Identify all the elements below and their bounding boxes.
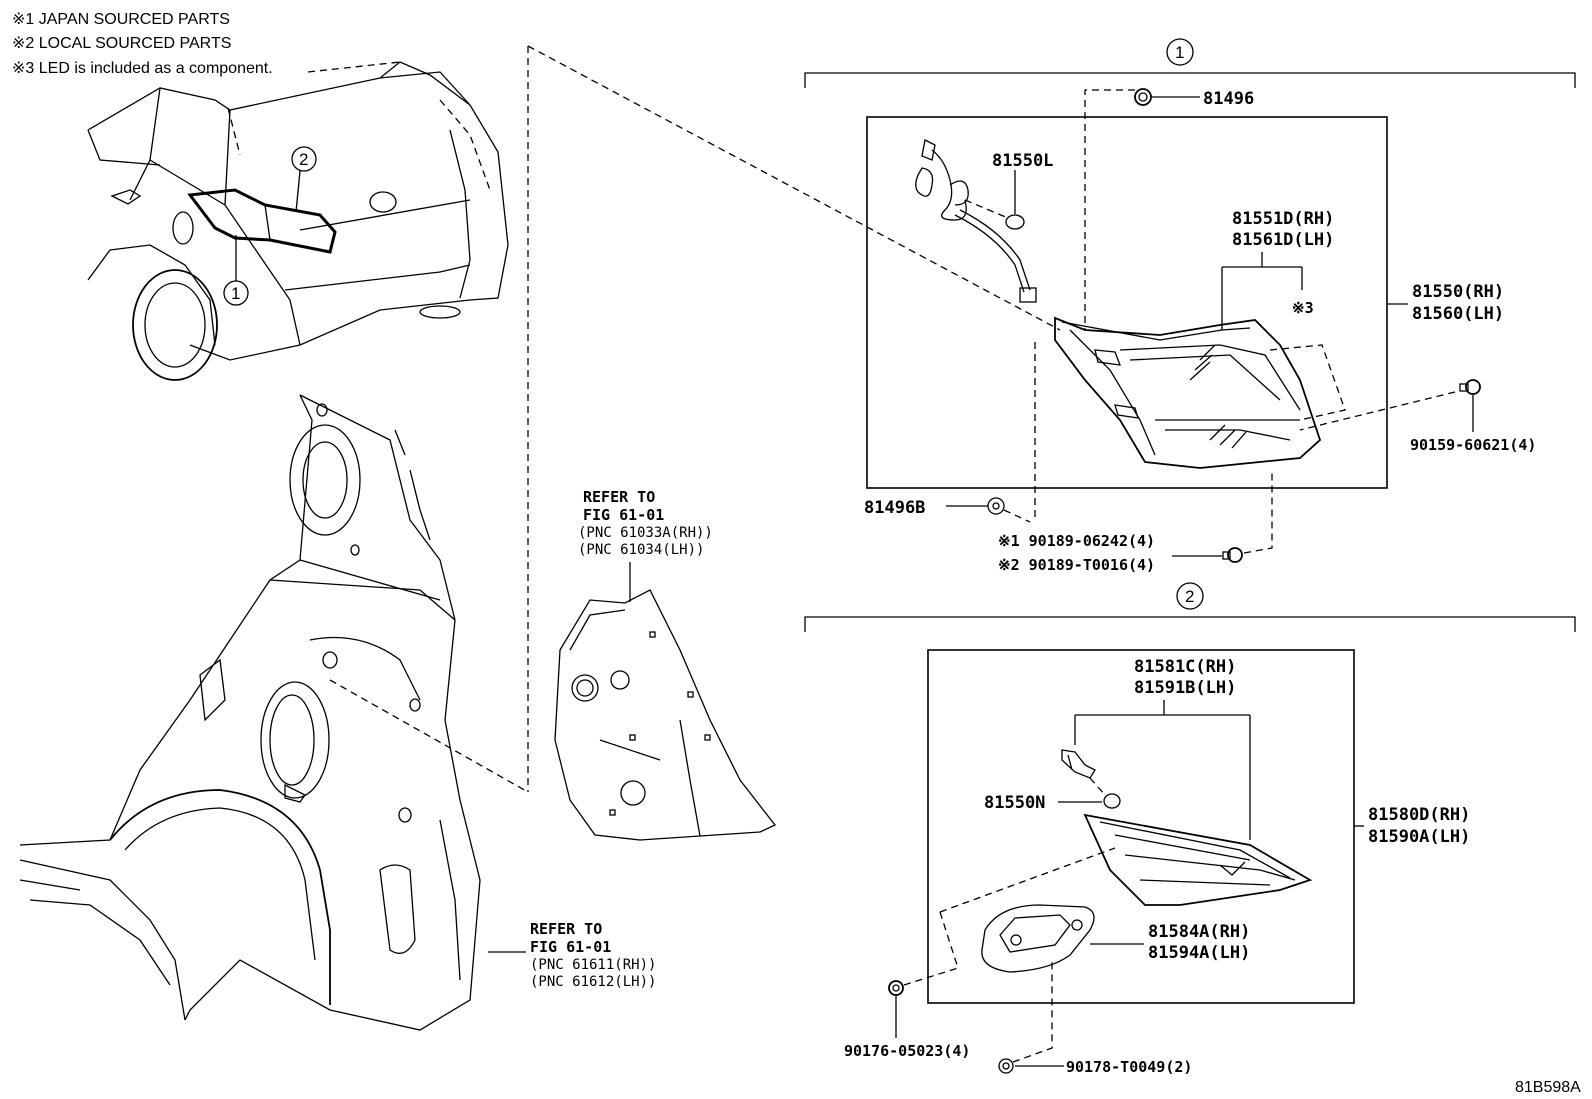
tail-lamp-illustration bbox=[1054, 316, 1346, 469]
svg-text:(PNC 61611(RH)): (PNC 61611(RH)) bbox=[530, 957, 656, 973]
note-led-component: ※3 LED is included as a component. bbox=[12, 60, 273, 77]
note-local-sourced: ※2 LOCAL SOURCED PARTS bbox=[12, 35, 231, 52]
part-90159: 90159-60621(4) bbox=[1410, 436, 1536, 454]
part-81591B-lh: 81591B(LH) bbox=[1134, 678, 1236, 698]
part-81550L: 81550L bbox=[992, 151, 1053, 171]
part-81560-lh: 81560(LH) bbox=[1412, 304, 1504, 324]
note-leader bbox=[307, 61, 401, 73]
bulb-icon bbox=[1005, 214, 1025, 230]
svg-text:FIG 61-01: FIG 61-01 bbox=[583, 506, 664, 524]
leader-90176-dashed bbox=[903, 967, 959, 986]
leader-81496-dashed bbox=[1084, 89, 1135, 330]
svg-text:1: 1 bbox=[231, 284, 240, 303]
leader-bolt-dashed bbox=[1299, 391, 1456, 431]
bulb-icon bbox=[1103, 793, 1121, 809]
leader-quarter-to-panel bbox=[329, 679, 529, 793]
svg-text:REFER TO: REFER TO bbox=[530, 920, 602, 938]
quarter-panel-illustration bbox=[19, 394, 481, 1031]
grommet-icon bbox=[1134, 88, 1152, 106]
leader-bulb-dashed bbox=[964, 199, 1009, 219]
figure-id: 81B598A bbox=[1515, 1079, 1581, 1096]
part-81550-rh: 81550(RH) bbox=[1412, 282, 1504, 302]
svg-text:(PNC 61612(LH)): (PNC 61612(LH)) bbox=[530, 974, 656, 990]
leader-81581C bbox=[1074, 700, 1251, 840]
leader-screw-dashed bbox=[1243, 470, 1273, 554]
svg-text:FIG 61-01: FIG 61-01 bbox=[530, 938, 611, 956]
svg-text:2: 2 bbox=[1185, 587, 1194, 606]
clip-icon bbox=[987, 497, 1005, 515]
part-81496B: 81496B bbox=[864, 498, 925, 518]
note-japan-sourced: ※1 JAPAN SOURCED PARTS bbox=[12, 11, 230, 28]
car-rear-illustration bbox=[87, 61, 509, 381]
leader-gasket-dashed bbox=[939, 847, 1116, 969]
leader-bulb2-dashed bbox=[1089, 777, 1106, 796]
part-81496: 81496 bbox=[1203, 89, 1254, 109]
ref-inner-panel: REFER TO FIG 61-01 (PNC 61033A(RH)) (PNC… bbox=[578, 488, 713, 602]
leader-81551D bbox=[1221, 252, 1303, 330]
part-81581C-rh: 81581C(RH) bbox=[1134, 657, 1236, 677]
callout-2-car: 2 bbox=[291, 146, 317, 213]
part-81550N: 81550N bbox=[984, 793, 1045, 813]
clip-icon bbox=[998, 1058, 1014, 1074]
clip-icon bbox=[888, 980, 904, 996]
group-2-bracket: 2 bbox=[804, 582, 1576, 632]
svg-text:(PNC 61033A(RH)): (PNC 61033A(RH)) bbox=[578, 525, 713, 541]
leader-lamp-to-car bbox=[527, 45, 1061, 331]
part-81580D-rh: 81580D(RH) bbox=[1368, 805, 1470, 825]
led-mark: ※3 bbox=[1292, 299, 1314, 317]
part-81590A-lh: 81590A(LH) bbox=[1368, 827, 1470, 847]
ref-quarter-panel: REFER TO FIG 61-01 (PNC 61611(RH)) (PNC … bbox=[488, 920, 656, 990]
part-90176: 90176-05023(4) bbox=[844, 1042, 970, 1060]
inner-panel-illustration bbox=[554, 589, 777, 841]
callout-1-car: 1 bbox=[223, 235, 249, 306]
part-81561D-lh: 81561D(LH) bbox=[1232, 230, 1334, 250]
svg-text:2: 2 bbox=[299, 150, 308, 169]
group-2-box bbox=[927, 649, 1355, 1004]
leader-90178-dashed bbox=[1012, 958, 1053, 1063]
group-1-box bbox=[866, 116, 1388, 489]
group-1-bracket: 1 bbox=[804, 38, 1576, 88]
gasket-illustration bbox=[981, 904, 1095, 973]
screw-icon bbox=[1222, 547, 1243, 563]
part-81594A-lh: 81594A(LH) bbox=[1148, 943, 1250, 963]
inner-lamp-illustration bbox=[1083, 813, 1313, 906]
socket-icon bbox=[1061, 749, 1096, 779]
svg-text:(PNC 61034(LH)): (PNC 61034(LH)) bbox=[578, 542, 704, 558]
part-90189-japan: ※1 90189-06242(4) bbox=[998, 532, 1155, 550]
part-81584A-rh: 81584A(RH) bbox=[1148, 922, 1250, 942]
socket-icon bbox=[915, 139, 1037, 303]
svg-text:REFER TO: REFER TO bbox=[583, 488, 655, 506]
leader-clip-dashed bbox=[1003, 509, 1031, 523]
part-90178: 90178-T0049(2) bbox=[1066, 1058, 1192, 1076]
part-81551D-rh: 81551D(RH) bbox=[1232, 209, 1334, 229]
bolt-icon bbox=[1459, 379, 1481, 395]
part-90189-local: ※2 90189-T0016(4) bbox=[998, 556, 1155, 574]
svg-text:1: 1 bbox=[1175, 43, 1184, 62]
